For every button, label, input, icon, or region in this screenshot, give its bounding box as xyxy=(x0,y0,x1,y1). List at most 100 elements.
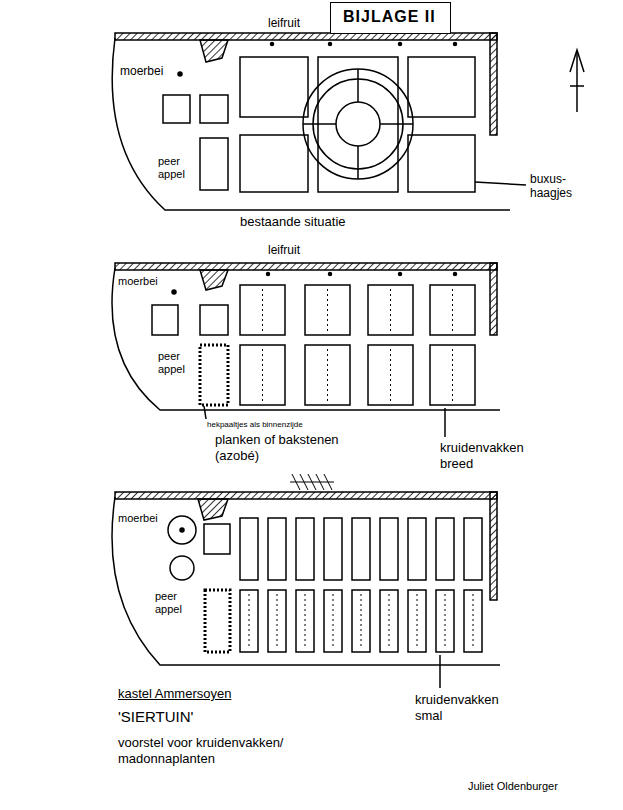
tree-circle xyxy=(168,516,196,544)
path xyxy=(303,123,336,125)
tree xyxy=(178,72,182,76)
bed-divider xyxy=(389,594,390,648)
bed-divider xyxy=(452,289,453,331)
bed xyxy=(205,590,230,652)
hedge-ring xyxy=(336,102,380,146)
bed xyxy=(204,524,230,554)
plan-existing xyxy=(112,33,526,210)
note-text: hekpaaltjes als binnenzijde xyxy=(207,420,303,430)
bed-divider xyxy=(390,289,391,331)
annex-title: BIJLAGE II xyxy=(343,8,438,26)
bed-divider xyxy=(262,349,263,401)
bed-divider xyxy=(361,594,362,648)
herb-bed xyxy=(430,285,475,335)
post xyxy=(399,273,402,276)
bed-divider xyxy=(327,349,328,401)
herb-bed xyxy=(408,590,426,652)
site-name: kastel Ammersoyen xyxy=(118,686,231,702)
leader-line xyxy=(439,655,441,688)
herb-bed xyxy=(268,590,286,652)
garden-outline xyxy=(112,38,510,210)
post xyxy=(454,43,457,46)
north-arrow xyxy=(570,50,584,72)
wall xyxy=(490,33,497,135)
leader-line xyxy=(444,408,446,437)
herb-bed xyxy=(352,590,370,652)
bed-divider xyxy=(333,594,334,648)
bed-divider xyxy=(262,289,263,331)
bed xyxy=(200,305,228,335)
bed-divider xyxy=(390,349,391,401)
wall xyxy=(490,492,497,600)
annex-box: BIJLAGE II xyxy=(330,2,451,34)
north-arrow xyxy=(576,52,578,112)
plant-label: leifruit xyxy=(268,16,300,30)
callout-label: kruidenvakken breed xyxy=(440,440,540,471)
herb-bed xyxy=(430,345,475,405)
plant-label: moerbei xyxy=(118,275,158,288)
herb-bed xyxy=(436,590,454,652)
bed xyxy=(200,138,228,190)
herb-bed xyxy=(380,590,398,652)
bed xyxy=(240,57,308,117)
brick-pattern xyxy=(290,482,334,483)
herb-beds xyxy=(240,285,475,405)
bed-divider xyxy=(473,594,474,648)
bed-divider xyxy=(277,594,278,648)
plant-label: peer appel xyxy=(158,350,194,376)
garden-outline xyxy=(112,497,500,665)
bed-divider xyxy=(327,289,328,331)
building xyxy=(200,270,228,290)
post xyxy=(454,273,457,276)
wall xyxy=(115,33,497,40)
bed-divider xyxy=(305,594,306,648)
proposal-note: voorstel voor kruidenvakken/ madonnaplan… xyxy=(118,735,318,766)
herb-bed xyxy=(436,518,454,580)
signature: Juliet Oldenburger xyxy=(468,780,558,793)
path xyxy=(357,69,359,102)
garden-outline xyxy=(112,268,500,410)
callout-label: buxus- haagjes xyxy=(530,172,578,201)
wall xyxy=(490,263,497,335)
bed-divider xyxy=(249,594,250,648)
herb-bed xyxy=(240,285,285,335)
plant-label: peer appel xyxy=(155,590,191,616)
brick-pattern xyxy=(290,474,334,490)
bed-divider xyxy=(452,349,453,401)
herb-bed xyxy=(296,518,314,580)
callout-label: planken of bakstenen (azobé) xyxy=(215,432,365,463)
post xyxy=(329,273,332,276)
garden-name: 'SIERTUIN' xyxy=(118,708,193,726)
post xyxy=(329,43,332,46)
leader-line xyxy=(204,406,206,419)
herb-bed xyxy=(240,518,258,580)
plan-narrow xyxy=(112,492,500,688)
bed xyxy=(152,305,178,335)
herb-bed xyxy=(352,518,370,580)
bed-divider xyxy=(417,594,418,648)
herb-bed xyxy=(380,518,398,580)
herb-bed xyxy=(240,590,258,652)
bed xyxy=(200,95,228,123)
bed-divider xyxy=(445,594,446,648)
herb-bed xyxy=(324,518,342,580)
herb-bed xyxy=(305,285,350,335)
hedge-ring xyxy=(303,69,413,179)
path xyxy=(380,123,413,125)
building xyxy=(198,499,228,520)
bed xyxy=(240,135,308,192)
post xyxy=(399,43,402,46)
herb-bed xyxy=(368,345,413,405)
herb-bed xyxy=(268,518,286,580)
leader-line xyxy=(475,182,526,185)
callout-label: kruidenvakken smal xyxy=(415,692,515,723)
plan-caption: bestaande situatie xyxy=(240,214,346,230)
bed xyxy=(163,95,190,123)
building xyxy=(200,40,228,62)
post xyxy=(267,273,270,276)
north-arrow xyxy=(570,50,584,112)
tree-circle xyxy=(170,556,194,580)
